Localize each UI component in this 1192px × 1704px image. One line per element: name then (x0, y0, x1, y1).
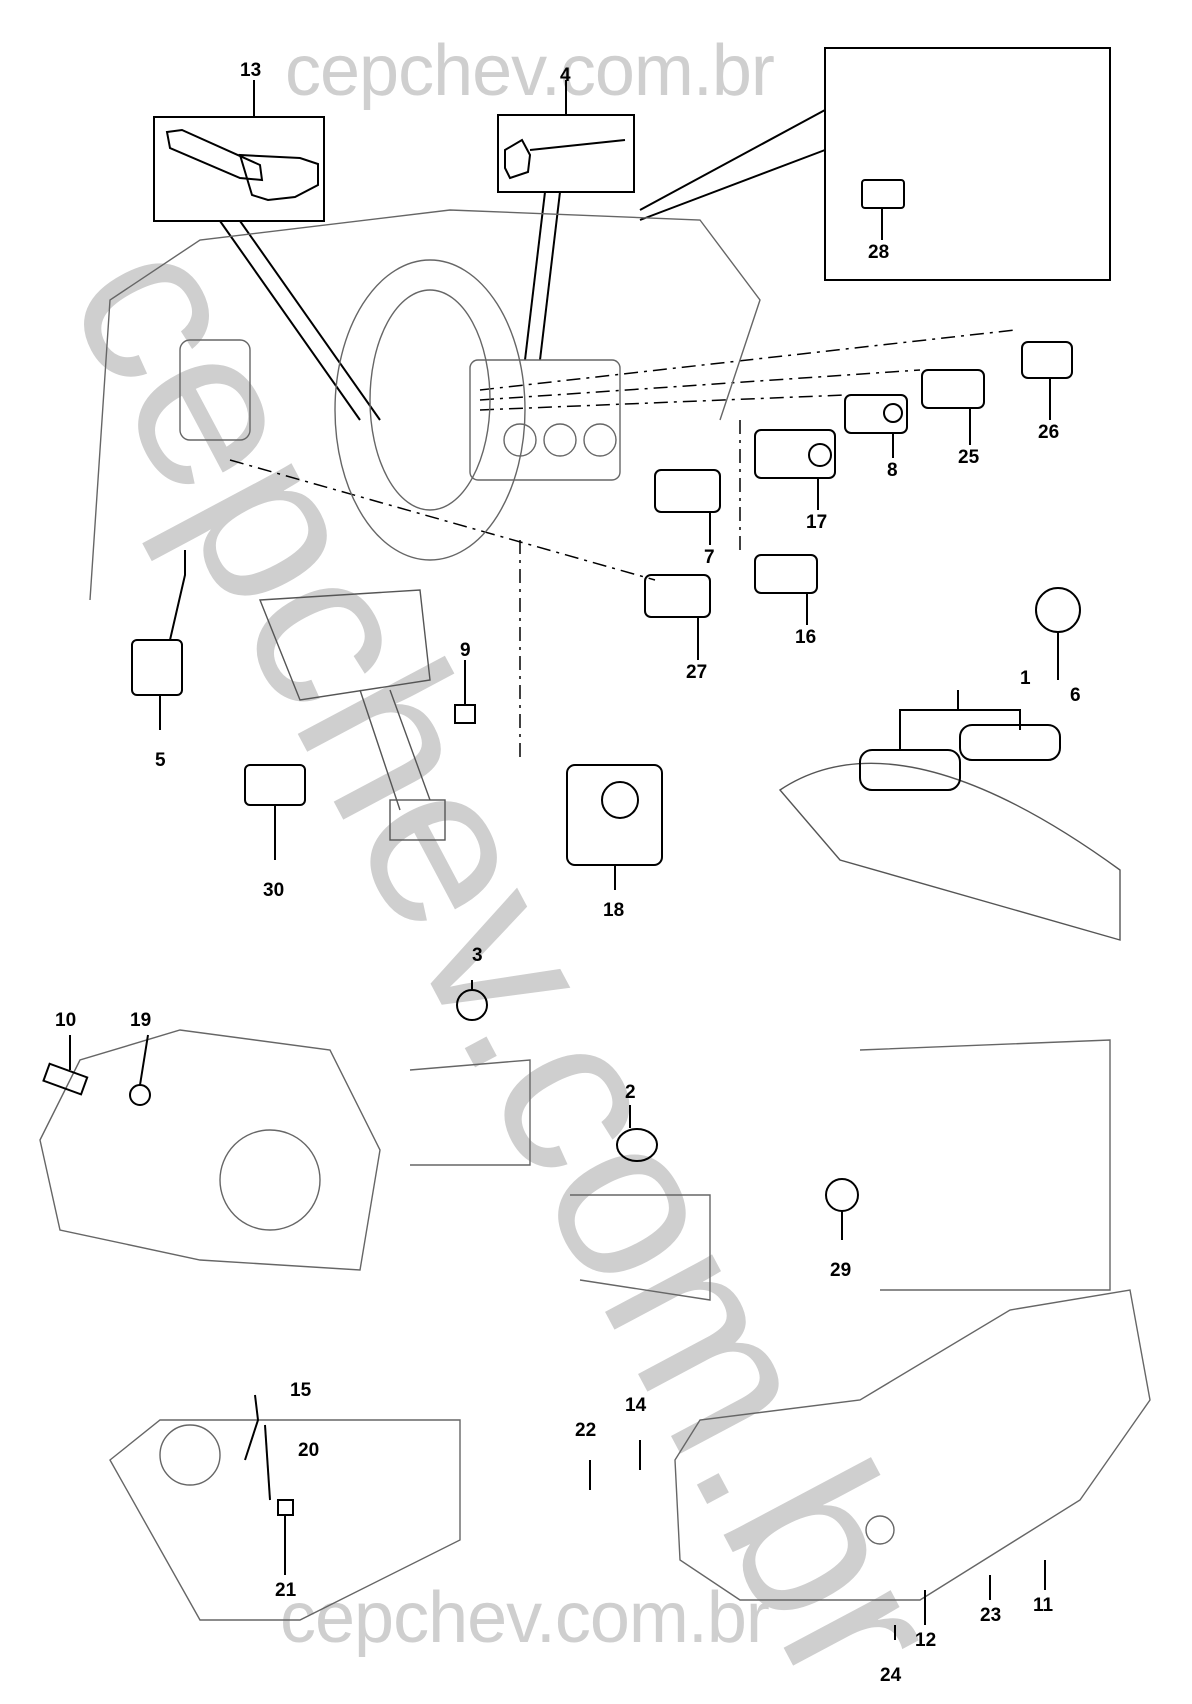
callout-29: 29 (830, 1260, 852, 1281)
switch-8 (844, 394, 908, 434)
callout-20: 20 (298, 1440, 320, 1461)
callout-11: 11 (1033, 1595, 1054, 1616)
callout-17: 17 (806, 512, 828, 533)
ignition-switch-4 (504, 138, 626, 180)
inset-4-box (497, 114, 635, 193)
switch-30 (244, 764, 306, 806)
callout-7: 7 (704, 547, 715, 568)
switch-6 (1035, 587, 1081, 633)
callout-28: 28 (868, 242, 890, 263)
switch-17 (754, 429, 836, 479)
relay-5 (131, 639, 183, 696)
watermark-top: cepchev.com.br (285, 31, 775, 111)
inset-13-box (153, 116, 325, 222)
callout-19: 19 (130, 1010, 152, 1031)
callout-16: 16 (795, 627, 817, 648)
switch-16 (754, 554, 818, 594)
switch-21 (277, 1499, 294, 1516)
callout-15: 15 (290, 1380, 312, 1401)
callout-24: 24 (880, 1665, 902, 1686)
switch-25 (921, 369, 985, 409)
multifunction-switch-13 (165, 128, 319, 202)
callout-30: 30 (263, 880, 285, 901)
relay-28 (861, 179, 905, 209)
inset-28-box (824, 47, 1111, 281)
callout-10: 10 (55, 1010, 77, 1031)
light-switch-18 (566, 764, 663, 866)
window-switch-1b (959, 724, 1061, 761)
callout-4: 4 (560, 65, 571, 86)
callout-14: 14 (625, 1395, 647, 1416)
callout-23: 23 (980, 1605, 1002, 1626)
bracket-20 (264, 1424, 271, 1501)
switch-3 (456, 989, 488, 1021)
callout-26: 26 (1038, 422, 1060, 443)
callout-27: 27 (686, 662, 708, 683)
callout-3: 3 (472, 945, 483, 966)
cable-15 (244, 1394, 260, 1461)
switch-2 (616, 1128, 658, 1162)
switch-10 (42, 1062, 89, 1096)
switch-29 (825, 1178, 859, 1212)
callout-1: 1 (1020, 668, 1031, 689)
callout-9: 9 (460, 640, 471, 661)
switch-26 (1021, 341, 1073, 379)
callout-8: 8 (887, 460, 898, 481)
callout-6: 6 (1070, 685, 1081, 706)
callout-2: 2 (625, 1082, 636, 1103)
callout-12: 12 (915, 1630, 937, 1651)
callout-13: 13 (240, 60, 262, 81)
washer-19 (129, 1084, 151, 1106)
switch-9 (454, 704, 476, 724)
callout-18: 18 (603, 900, 625, 921)
callout-21: 21 (275, 1580, 297, 1601)
watermark-bottom: cepchev.com.br (280, 1578, 770, 1658)
callout-25: 25 (958, 447, 980, 468)
callout-5: 5 (155, 750, 166, 771)
callout-22: 22 (575, 1420, 597, 1441)
switch-7 (654, 469, 721, 513)
switch-27 (644, 574, 711, 618)
window-switch-1a (859, 749, 961, 791)
